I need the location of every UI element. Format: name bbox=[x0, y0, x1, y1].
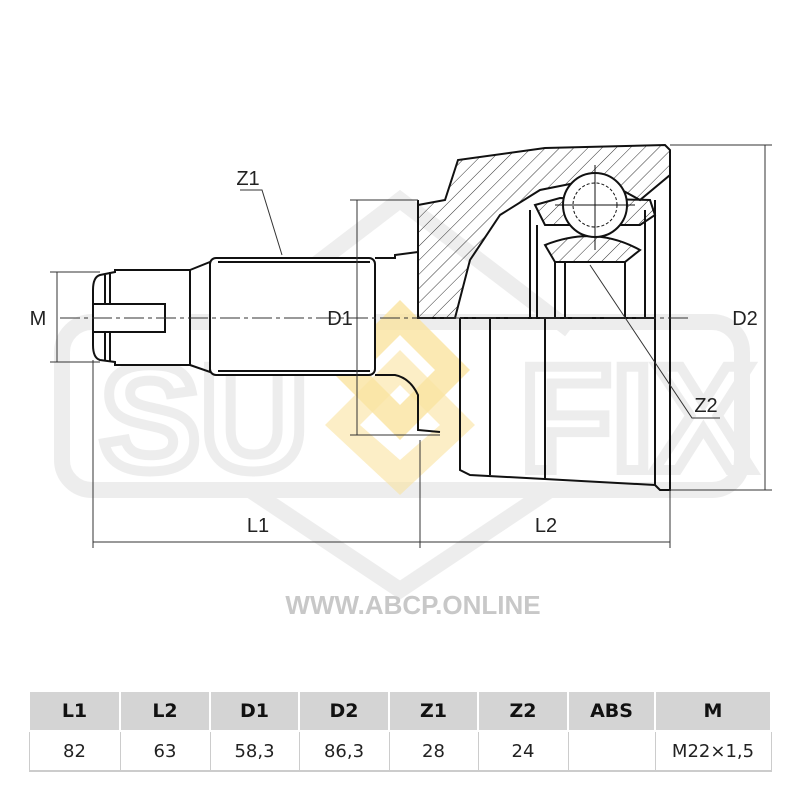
value-l1: 82 bbox=[28, 730, 121, 772]
specs-header-row: L1 L2 D1 D2 Z1 Z2 ABS M bbox=[28, 690, 772, 732]
watermark-logo: SU FIX bbox=[54, 189, 758, 600]
label-z1: Z1 bbox=[236, 168, 259, 190]
header-z2: Z2 bbox=[477, 690, 569, 732]
header-d1: D1 bbox=[209, 690, 300, 732]
header-l2: L2 bbox=[119, 690, 211, 732]
specs-table: L1 L2 D1 D2 Z1 Z2 ABS M 82 63 58,3 86,3 … bbox=[28, 690, 772, 772]
value-abs bbox=[567, 730, 656, 772]
value-l2: 63 bbox=[119, 730, 211, 772]
header-d2: D2 bbox=[298, 690, 390, 732]
header-z1: Z1 bbox=[388, 690, 479, 732]
label-m: M bbox=[30, 308, 47, 330]
label-d2: D2 bbox=[732, 308, 758, 330]
dimension-lines bbox=[50, 144, 772, 548]
value-z2: 24 bbox=[477, 730, 569, 772]
header-abs: ABS bbox=[567, 690, 656, 732]
value-m: M22×1,5 bbox=[654, 730, 772, 772]
label-z2: Z2 bbox=[694, 395, 717, 417]
watermark-url: WWW.ABCP.ONLINE bbox=[285, 590, 540, 620]
header-l1: L1 bbox=[28, 690, 121, 732]
specs-value-row: 82 63 58,3 86,3 28 24 M22×1,5 bbox=[28, 730, 772, 772]
label-l2: L2 bbox=[535, 515, 557, 537]
label-l1: L1 bbox=[247, 515, 269, 537]
value-z1: 28 bbox=[388, 730, 479, 772]
header-m: M bbox=[654, 690, 772, 732]
cv-joint-technical-drawing: SU FIX WWW.ABCP.ONLINE bbox=[30, 143, 772, 620]
label-d1: D1 bbox=[327, 308, 353, 330]
value-d1: 58,3 bbox=[209, 730, 300, 772]
value-d2: 86,3 bbox=[298, 730, 390, 772]
